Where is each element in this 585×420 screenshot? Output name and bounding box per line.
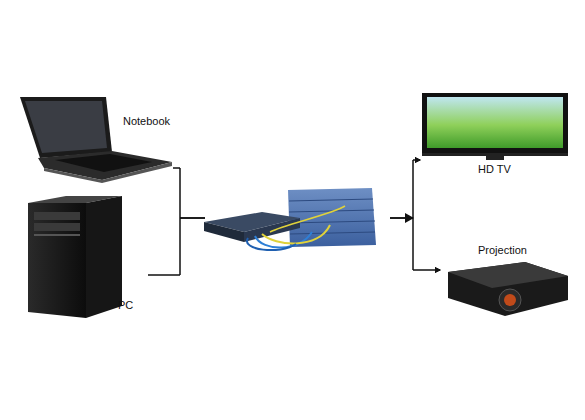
tower-side: [86, 196, 122, 318]
tower-trim: [34, 234, 80, 236]
signal-connector: [173, 160, 420, 218]
network-cable: [270, 206, 345, 232]
signal-connector: [173, 168, 440, 270]
projector-body: [448, 262, 568, 316]
pc-illustration: [28, 196, 122, 318]
device-label: Projection: [478, 244, 527, 256]
switch-front: [204, 222, 244, 242]
device-node: Projection: [440, 240, 570, 318]
device-label: PC: [118, 299, 133, 311]
projector-illustration: [448, 262, 568, 316]
network-cable: [262, 225, 330, 243]
network-cable: [247, 238, 296, 250]
split-arrowhead: [405, 213, 414, 223]
tv-illustration: [422, 93, 568, 160]
signal-connector: [148, 218, 440, 275]
rack-divider: [290, 232, 375, 234]
laptop-base: [38, 151, 172, 180]
tv-bottom: [422, 153, 568, 156]
projector-lens-ring: [499, 289, 521, 311]
projector-top: [448, 262, 568, 288]
laptop-keyboard: [55, 154, 152, 172]
projector-lens: [504, 294, 516, 306]
rack-front: [288, 188, 376, 247]
tower-front: [28, 203, 86, 318]
switch-illustration: [204, 188, 376, 250]
device-label: HD TV: [478, 163, 511, 175]
device-node: PC: [28, 192, 148, 320]
laptop-screen: [25, 101, 107, 153]
tv-screen: [427, 97, 563, 148]
switch-side: [244, 218, 300, 242]
device-node: HD TV: [420, 90, 570, 180]
device-label: Notebook: [123, 115, 170, 127]
notebook-illustration: [20, 97, 172, 183]
signal-connector: [148, 160, 420, 275]
drive-bay: [34, 223, 80, 231]
drive-bay: [34, 212, 80, 220]
laptop-edge: [44, 162, 172, 183]
tv-bezel: [422, 93, 568, 153]
device-node: Notebook: [18, 95, 173, 175]
rack-divider: [289, 199, 373, 201]
laptop-lid: [20, 97, 112, 158]
tv-stand: [486, 156, 504, 160]
